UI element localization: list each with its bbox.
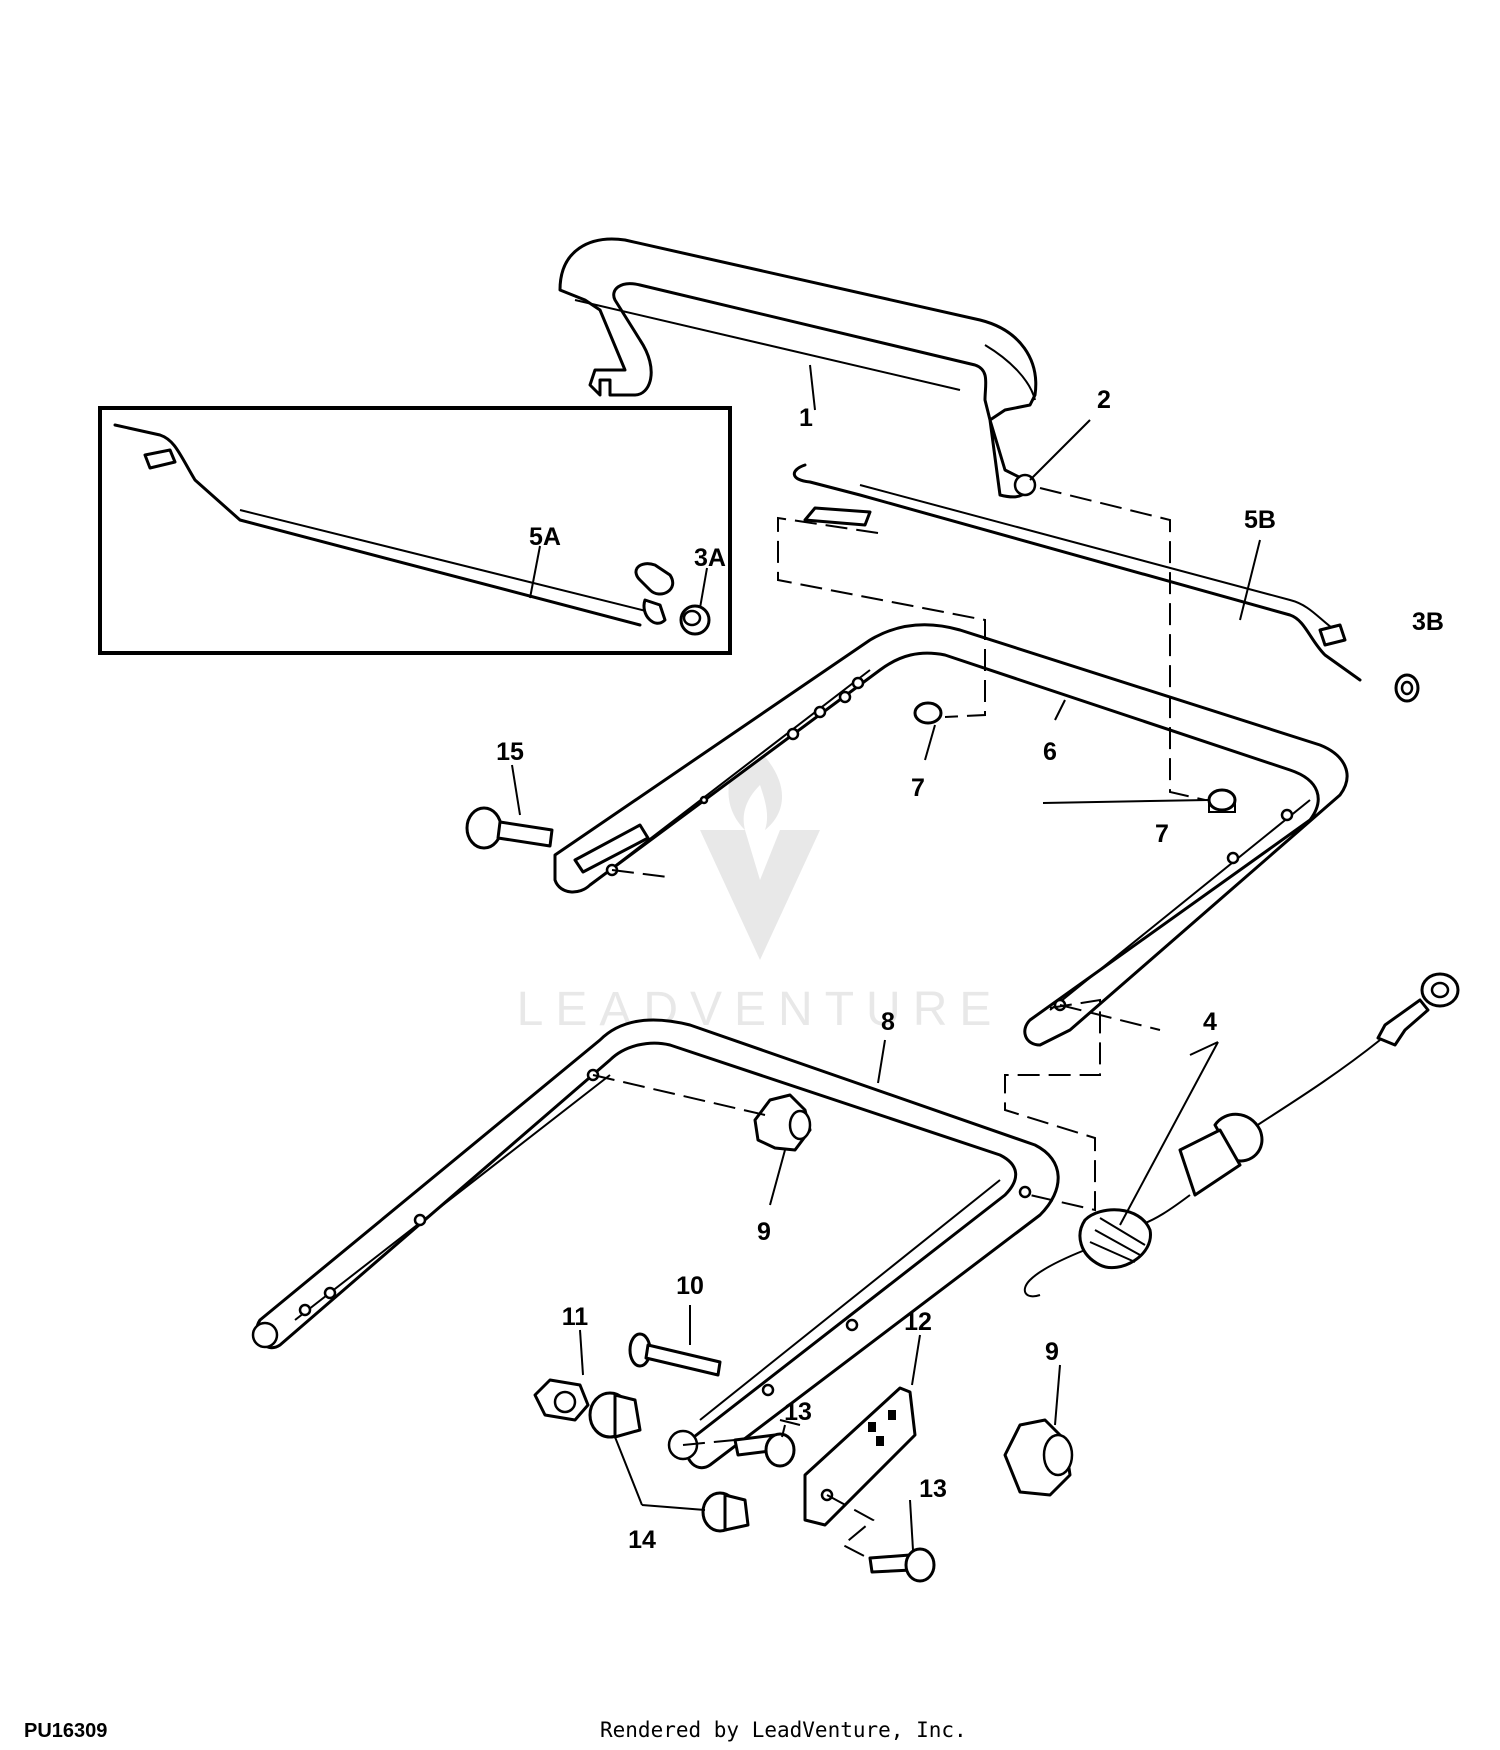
callout-2: 2 xyxy=(1097,386,1111,414)
callout-labels: 1 2 3A 3B 4 5A 5B 6 7 7 8 9 9 10 11 12 1… xyxy=(496,386,1444,1554)
leader-lines xyxy=(511,364,1261,1551)
v-logo-icon xyxy=(700,830,820,960)
callout-9-lower: 9 xyxy=(1045,1338,1059,1366)
part-6-upper-handle xyxy=(553,623,1349,1047)
part-3a-bushing xyxy=(679,604,711,636)
callout-5b: 5B xyxy=(1244,506,1276,534)
part-14-spacer-right xyxy=(701,1491,750,1533)
part-13-bolt-upper xyxy=(733,1432,796,1468)
callout-3a: 3A xyxy=(694,544,726,572)
callout-12: 12 xyxy=(904,1308,932,1336)
part-10-bolt xyxy=(628,1332,722,1377)
part-11-nut xyxy=(533,1378,590,1422)
figure-id: PU16309 xyxy=(24,1720,108,1742)
watermark-text: LEADVENTURE xyxy=(517,983,1004,1036)
callout-10: 10 xyxy=(676,1272,704,1300)
part-3b-washer xyxy=(1394,673,1420,703)
part-12-bracket-plate xyxy=(803,1386,917,1527)
part-8-lower-handle xyxy=(251,1018,1060,1469)
callout-1: 1 xyxy=(799,404,813,432)
callout-6: 6 xyxy=(1043,738,1057,766)
part-1-handle-grip xyxy=(558,237,1038,499)
inset-box xyxy=(98,406,732,655)
part-7-knob-right xyxy=(1207,788,1237,813)
callout-13-lower: 13 xyxy=(919,1475,947,1503)
callout-14: 14 xyxy=(628,1526,656,1554)
leadventure-watermark: LEADVENTURE xyxy=(517,740,1004,1036)
render-credit: Rendered by LeadVenture, Inc. xyxy=(600,1718,967,1742)
callout-5a: 5A xyxy=(529,523,561,551)
callout-11: 11 xyxy=(562,1303,589,1331)
part-9-knob-upper xyxy=(753,1093,812,1152)
callout-7-left: 7 xyxy=(911,774,925,802)
callout-3b: 3B xyxy=(1412,608,1444,636)
part-15-bolt xyxy=(465,806,554,850)
callout-8: 8 xyxy=(881,1008,895,1036)
part-9-knob-lower xyxy=(1003,1418,1074,1497)
callout-9-upper: 9 xyxy=(757,1218,771,1246)
part-4-control-cable xyxy=(1023,972,1460,1298)
part-7-knob-left xyxy=(913,701,943,725)
part-5a-control-rod xyxy=(113,423,674,627)
callout-13-upper: 13 xyxy=(784,1398,812,1426)
callout-7-right: 7 xyxy=(1155,820,1169,848)
part-14-spacer-left xyxy=(588,1391,642,1439)
part-13-bolt-lower xyxy=(868,1547,936,1583)
callout-15: 15 xyxy=(496,738,524,766)
callout-4: 4 xyxy=(1203,1008,1217,1036)
part-5b-control-rod xyxy=(792,463,1362,682)
assembly-lines xyxy=(592,487,1206,1561)
